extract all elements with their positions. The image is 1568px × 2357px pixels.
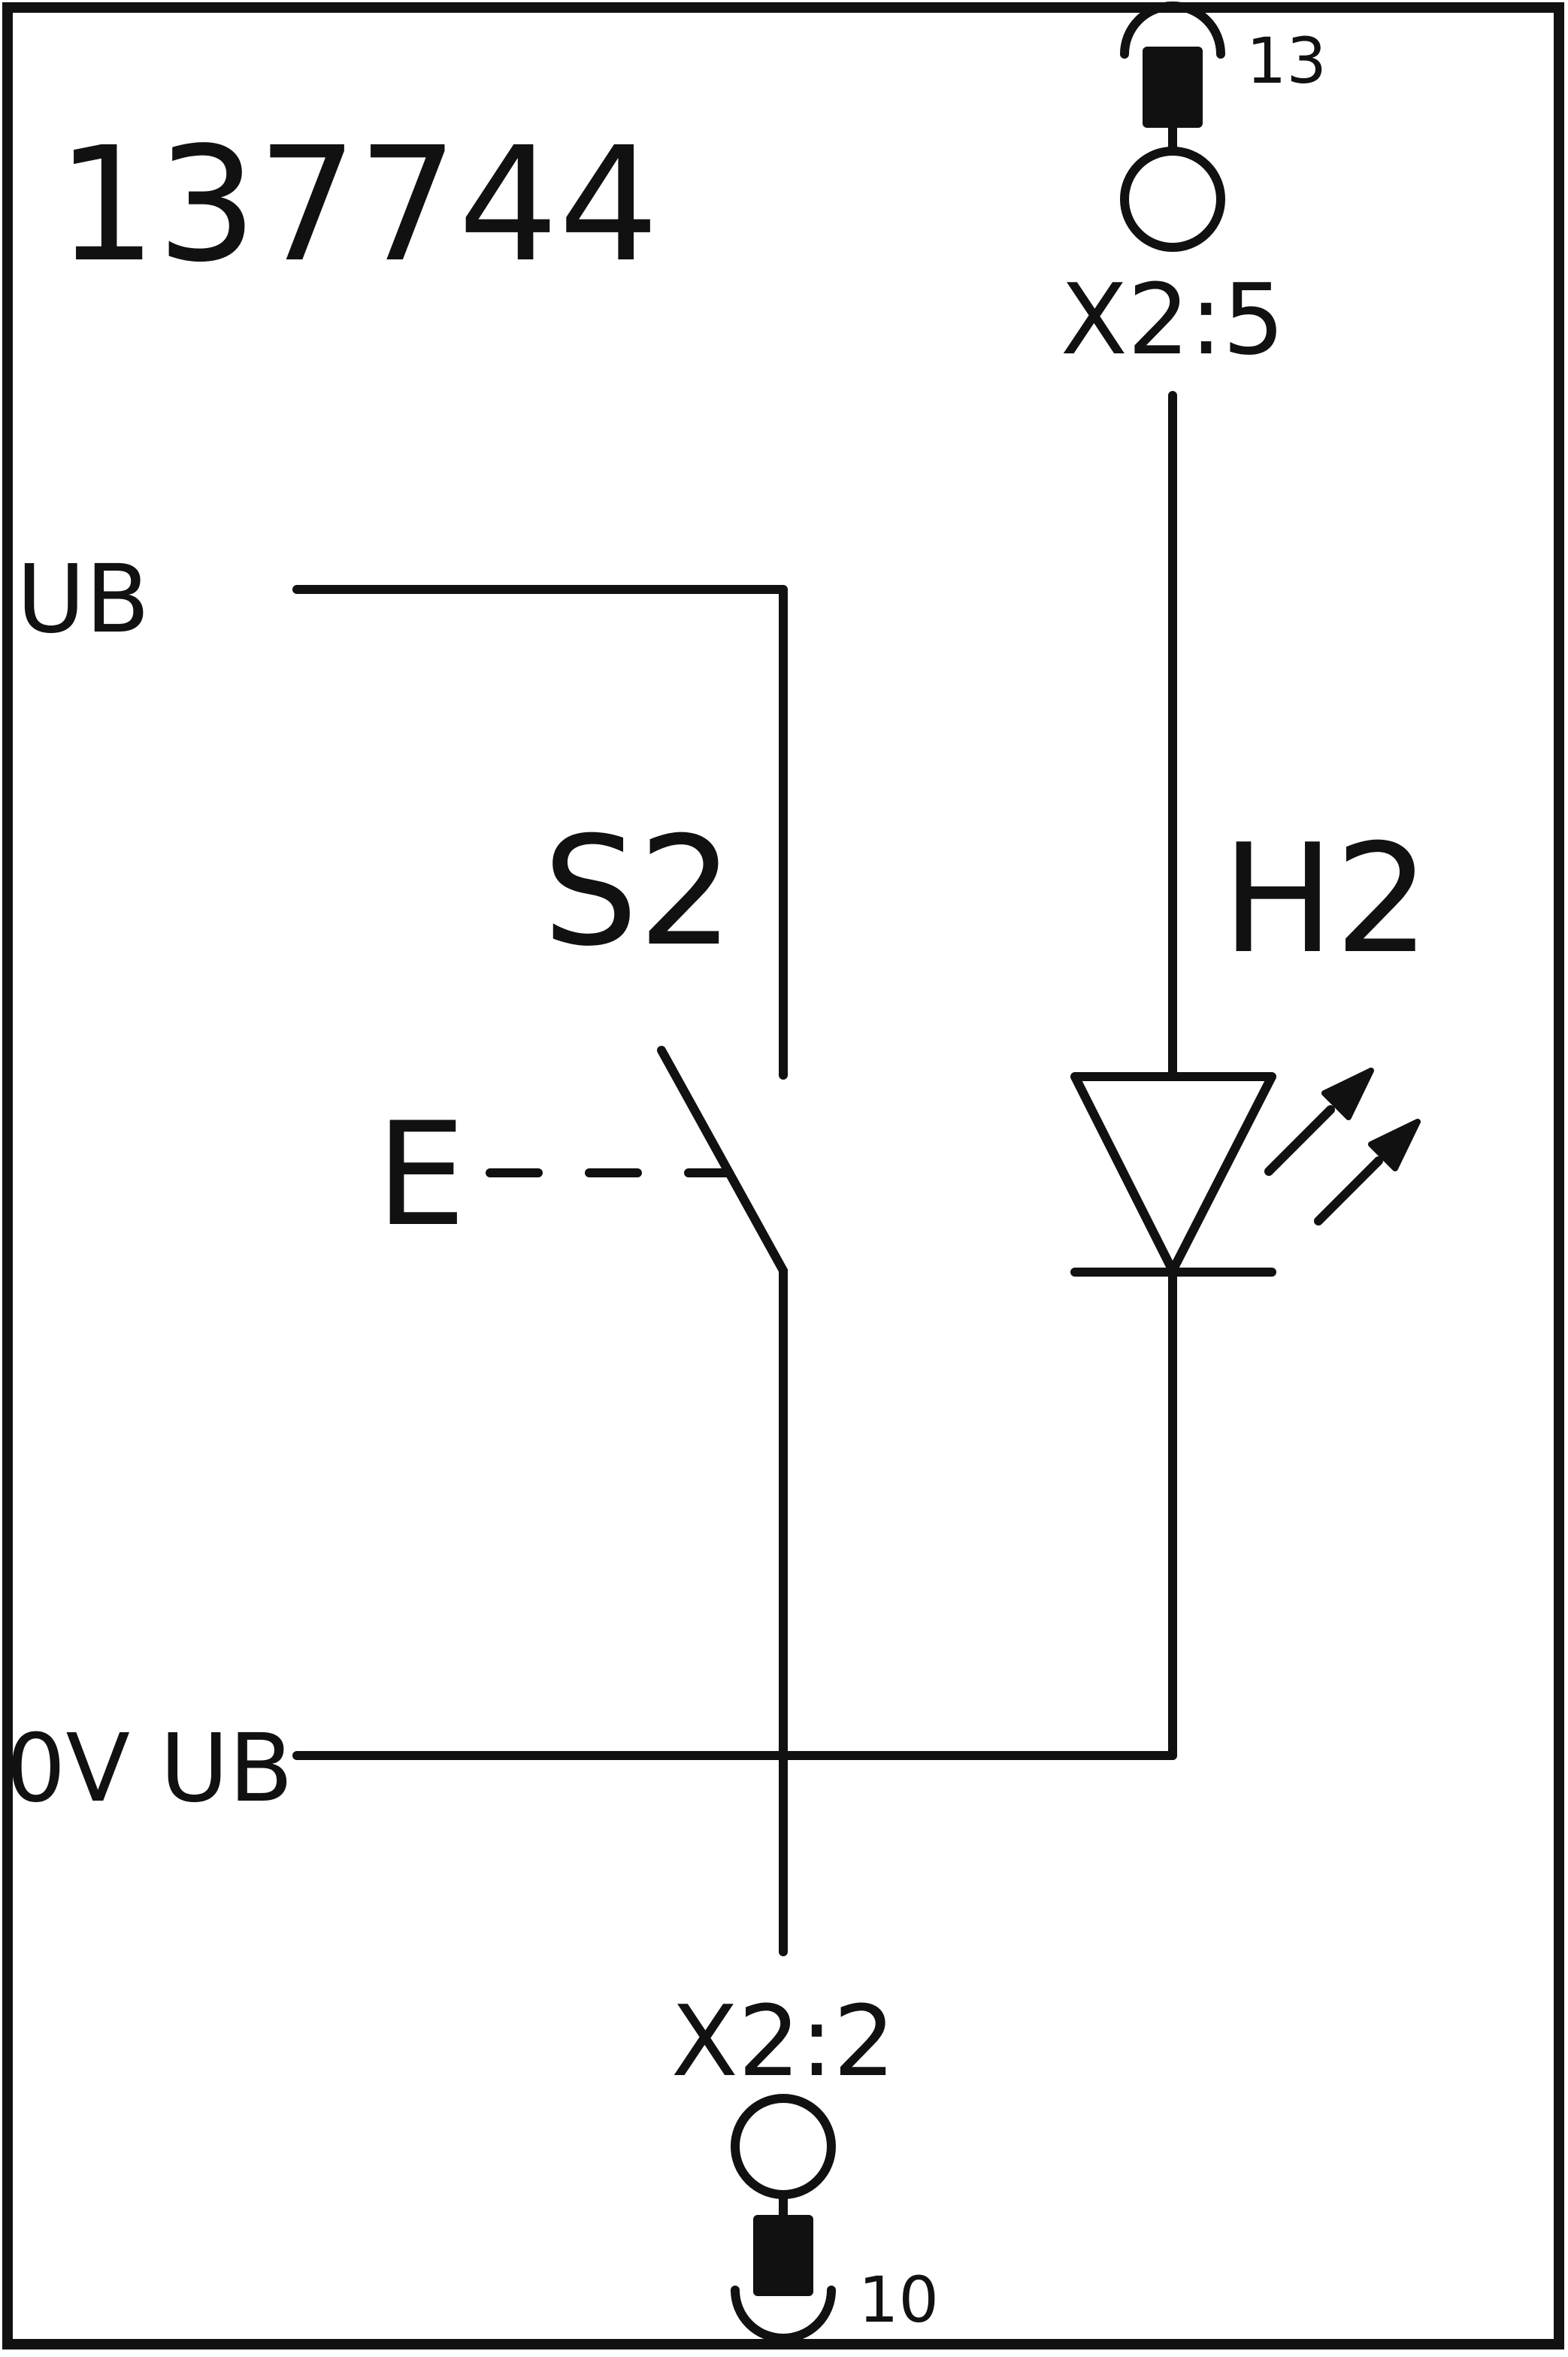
supply-label: UB — [17, 545, 150, 654]
bottom-terminal: X2:2 10 — [671, 1984, 939, 2343]
bottom-terminal-ring — [731, 2094, 836, 2199]
top-terminal-label: X2:5 — [1061, 262, 1285, 377]
led-emission-arrow-1-head — [1321, 1068, 1374, 1120]
bottom-terminal-plug — [753, 2215, 813, 2296]
switch-blade — [657, 1046, 788, 1275]
top-terminal-pin: 13 — [1246, 24, 1327, 98]
bottom-terminal-hook — [731, 2286, 836, 2343]
bottom-terminal-label: X2:2 — [671, 1984, 895, 2098]
switch-ref: S2 — [543, 804, 734, 980]
top-terminal: 13 X2:5 — [1061, 2, 1327, 377]
led-emission-arrow-2-head — [1368, 1119, 1421, 1171]
top-terminal-hook — [1120, 2, 1225, 59]
ground-label: 0V UB — [6, 1714, 293, 1823]
supply-wire — [292, 585, 788, 1080]
led-triangle — [1070, 1072, 1276, 1275]
switch-actuator-label: E — [376, 1092, 466, 1258]
led-emission-arrow-1-shaft — [1264, 1105, 1335, 1176]
top-terminal-ring — [1120, 147, 1225, 252]
part-number: 137744 — [56, 113, 659, 297]
led-ref: H2 — [1221, 812, 1430, 987]
led-h2 — [1070, 1068, 1421, 1277]
led-emission-arrow-2-shaft — [1314, 1156, 1383, 1225]
top-terminal-plug — [1143, 47, 1203, 128]
switch-s2 — [486, 1046, 788, 1365]
bottom-terminal-pin: 10 — [858, 2263, 939, 2337]
